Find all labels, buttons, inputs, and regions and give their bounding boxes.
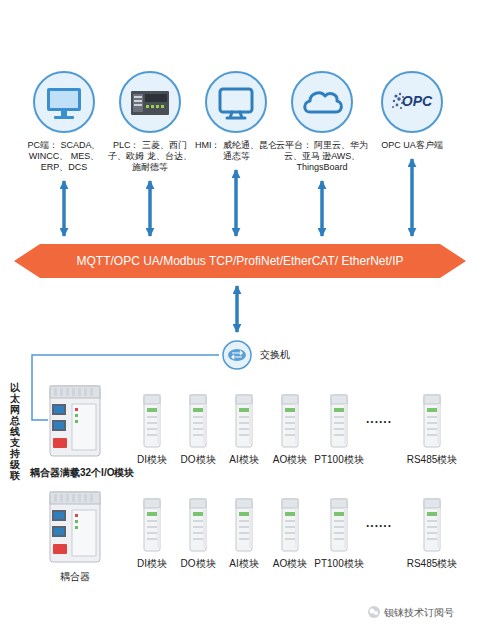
system-icon (118, 70, 182, 134)
ellipsis-label: ...... (366, 516, 392, 530)
module-label: DI模块 (122, 557, 182, 571)
module-icon (421, 496, 443, 554)
node-caption: PLC： 三菱、西门子、欧姆 龙、台达、施耐德等 (105, 140, 195, 173)
system-node: OPC OPC UA客户端 (367, 70, 457, 151)
module-label: DI模块 (122, 453, 182, 467)
io-module: PT100模块 (309, 392, 369, 467)
coupler-node: 耦合器满载32个I/O模块 (44, 380, 106, 460)
coupler-icon (44, 380, 106, 460)
vertical-note: 以太网总线支持级联 (10, 382, 20, 481)
system-node: HMI： 威纶通、昆仑通态等 (191, 70, 281, 162)
module-label: DO模块 (168, 557, 228, 571)
connector (234, 170, 238, 236)
switch-icon (222, 340, 252, 370)
module-icon (141, 392, 163, 450)
connector (62, 181, 66, 236)
io-module: DO模块 (168, 496, 228, 571)
module-icon (328, 496, 350, 554)
io-module: AI模块 (214, 496, 274, 571)
logo-text: OPC (367, 93, 457, 109)
coupler-label: 耦合器 (44, 570, 106, 584)
node-caption: HMI： 威纶通、昆仑通态等 (191, 140, 281, 162)
module-label: PT100模块 (309, 557, 369, 571)
switch-node: 交换机 (222, 340, 290, 370)
module-label: AI模块 (214, 453, 274, 467)
io-module: DI模块 (122, 392, 182, 467)
module-icon (279, 496, 301, 554)
system-node: 云平台： 阿里云、华为云、亚马 逊AWS、ThingsBoard (273, 70, 371, 173)
connector (410, 159, 414, 236)
protocol-band: MQTT/OPC UA/Modbus TCP/ProfiNet/EtherCAT… (14, 244, 466, 278)
io-module: RS485模块 (402, 392, 462, 467)
io-module: DI模块 (122, 496, 182, 571)
system-node: PC端： SCADA、WINCC、 MES、ERP、DCS (19, 70, 109, 173)
module-icon (279, 392, 301, 450)
system-icon (204, 70, 268, 134)
watermark: 钡铼技术订阅号 (384, 606, 454, 620)
connector (148, 181, 152, 236)
module-icon (233, 392, 255, 450)
io-module: AO模块 (260, 496, 320, 571)
module-icon (328, 392, 350, 450)
coupler-label: 耦合器满载32个I/O模块 (30, 466, 134, 480)
io-module: RS485模块 (402, 496, 462, 571)
node-caption: PC端： SCADA、WINCC、 MES、ERP、DCS (19, 140, 109, 173)
module-icon (421, 392, 443, 450)
connector (320, 181, 324, 236)
coupler-icon (44, 486, 106, 566)
module-icon (233, 496, 255, 554)
node-caption: 云平台： 阿里云、华为云、亚马 逊AWS、ThingsBoard (273, 140, 371, 173)
module-label: AO模块 (260, 453, 320, 467)
module-label: RS485模块 (402, 557, 462, 571)
module-label: DO模块 (168, 453, 228, 467)
io-module: AO模块 (260, 392, 320, 467)
module-icon (141, 496, 163, 554)
system-icon (290, 70, 354, 134)
system-icon (32, 70, 96, 134)
io-module: DO模块 (168, 392, 228, 467)
coupler-node: 耦合器 (44, 486, 106, 584)
band-text: MQTT/OPC UA/Modbus TCP/ProfiNet/EtherCAT… (14, 244, 466, 278)
ellipsis-label: ...... (366, 412, 392, 426)
node-caption: OPC UA客户端 (367, 140, 457, 151)
module-label: RS485模块 (402, 453, 462, 467)
io-module: PT100模块 (309, 496, 369, 571)
system-node: PLC： 三菱、西门子、欧姆 龙、台达、施耐德等 (105, 70, 195, 173)
io-module: AI模块 (214, 392, 274, 467)
module-label: PT100模块 (309, 453, 369, 467)
watermark-icon (367, 605, 381, 619)
module-label: AI模块 (214, 557, 274, 571)
module-label: AO模块 (260, 557, 320, 571)
switch-label: 交换机 (260, 348, 290, 362)
connector (235, 286, 239, 332)
module-icon (187, 496, 209, 554)
module-icon (187, 392, 209, 450)
